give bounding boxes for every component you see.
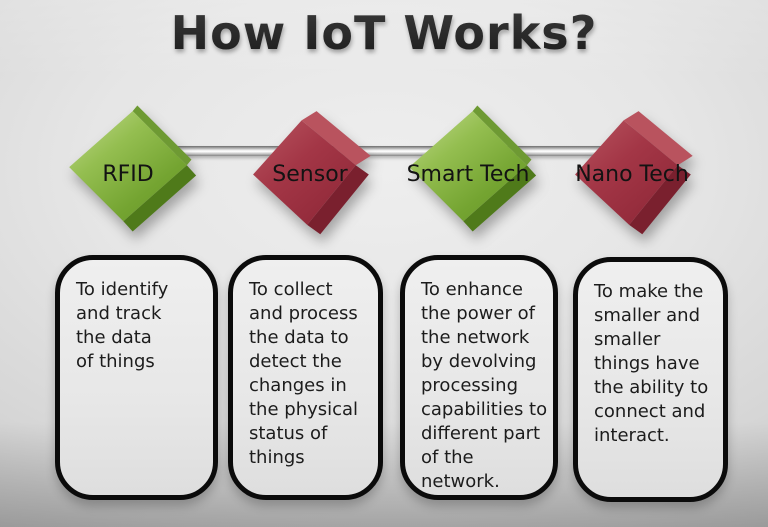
cube-label-smart-tech: Smart Tech <box>406 162 530 187</box>
cube-rfid: RFID <box>58 98 198 238</box>
green-cube-icon <box>409 105 537 232</box>
description-box-smart-tech: To enhance the power of the network by d… <box>400 255 558 500</box>
cube-label-nano-tech: Nano Tech <box>575 162 689 187</box>
description-text: To collect and process the data to detec… <box>249 279 359 468</box>
cube-sensor: Sensor <box>240 98 380 238</box>
description-box-nano-tech: To make the smaller and smaller things h… <box>573 257 728 502</box>
red-cube-icon <box>253 111 371 235</box>
description-text: To identify and track the data of things <box>76 279 169 372</box>
connector-rod <box>172 146 618 156</box>
cube-label-sensor: Sensor <box>272 162 348 187</box>
red-cube-icon <box>575 111 693 235</box>
cube-nano-tech: Nano Tech <box>562 98 702 238</box>
cube-smart-tech: Smart Tech <box>398 98 538 238</box>
page-title: How IoT Works? <box>170 6 598 60</box>
green-cube-icon <box>69 105 197 232</box>
description-box-rfid: To identify and track the data of things <box>55 255 218 500</box>
description-text: To make the smaller and smaller things h… <box>594 281 709 446</box>
description-text: To enhance the power of the network by d… <box>421 279 548 492</box>
description-box-sensor: To collect and process the data to detec… <box>228 255 383 500</box>
cube-label-rfid: RFID <box>102 162 154 187</box>
